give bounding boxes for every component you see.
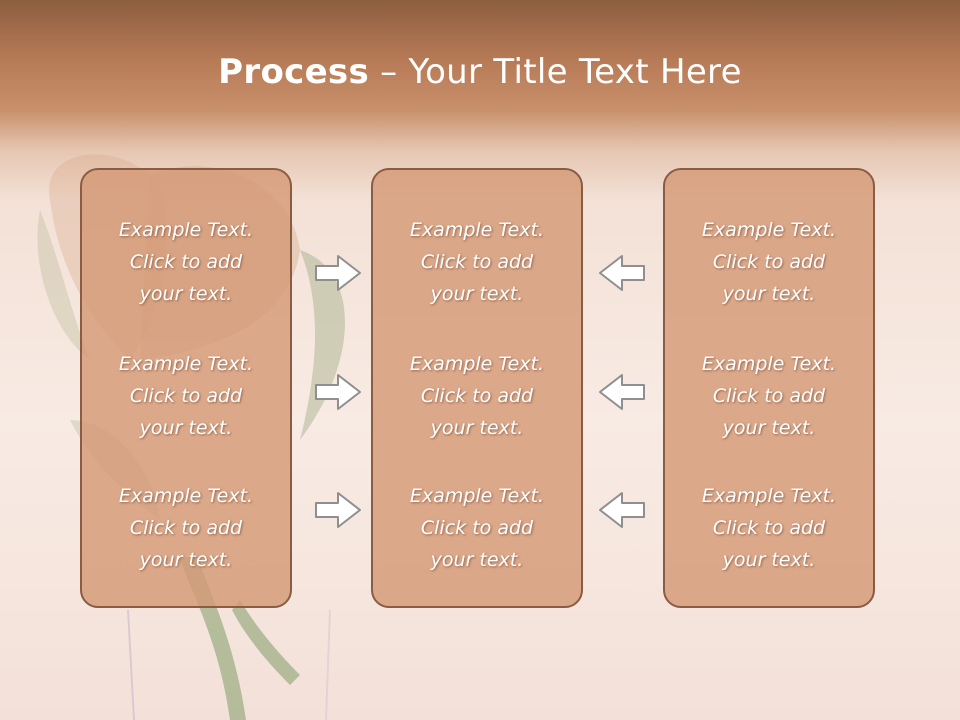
text-line: Click to add: [420, 385, 534, 407]
title-rest: – Your Title Text Here: [369, 52, 742, 92]
text-line: Example Text.: [118, 219, 254, 241]
text-line: your text.: [139, 283, 233, 305]
right-arrow-icon[interactable]: [314, 253, 362, 293]
text-line: Click to add: [129, 517, 243, 539]
text-placeholder[interactable]: Example Text. Click to add your text.: [82, 214, 290, 310]
text-line: Example Text.: [409, 219, 545, 241]
text-line: Click to add: [712, 517, 826, 539]
text-line: Example Text.: [701, 219, 837, 241]
text-line: Click to add: [129, 385, 243, 407]
text-line: Click to add: [129, 251, 243, 273]
text-line: your text.: [722, 417, 816, 439]
process-box-left[interactable]: Example Text. Click to add your text. Ex…: [80, 168, 292, 608]
text-line: Example Text.: [409, 353, 545, 375]
text-line: Example Text.: [118, 353, 254, 375]
text-line: Example Text.: [701, 353, 837, 375]
text-placeholder[interactable]: Example Text. Click to add your text.: [373, 214, 581, 310]
text-line: your text.: [139, 549, 233, 571]
text-line: your text.: [722, 283, 816, 305]
text-line: Click to add: [712, 385, 826, 407]
right-arrow-icon[interactable]: [314, 490, 362, 530]
left-arrow-icon[interactable]: [598, 490, 646, 530]
title-bold: Process: [218, 52, 370, 92]
text-line: Click to add: [420, 251, 534, 273]
text-line: Example Text.: [701, 485, 837, 507]
text-line: your text.: [722, 549, 816, 571]
text-placeholder[interactable]: Example Text. Click to add your text.: [665, 480, 873, 576]
slide-title[interactable]: Process – Your Title Text Here: [0, 52, 960, 92]
text-line: Click to add: [712, 251, 826, 273]
text-line: your text.: [430, 549, 524, 571]
text-placeholder[interactable]: Example Text. Click to add your text.: [665, 214, 873, 310]
text-placeholder[interactable]: Example Text. Click to add your text.: [82, 480, 290, 576]
text-placeholder[interactable]: Example Text. Click to add your text.: [665, 348, 873, 444]
left-arrow-icon[interactable]: [598, 253, 646, 293]
process-box-center[interactable]: Example Text. Click to add your text. Ex…: [371, 168, 583, 608]
text-placeholder[interactable]: Example Text. Click to add your text.: [82, 348, 290, 444]
text-placeholder[interactable]: Example Text. Click to add your text.: [373, 480, 581, 576]
text-line: Example Text.: [118, 485, 254, 507]
text-line: Click to add: [420, 517, 534, 539]
text-line: your text.: [139, 417, 233, 439]
text-line: your text.: [430, 417, 524, 439]
right-arrow-icon[interactable]: [314, 372, 362, 412]
text-placeholder[interactable]: Example Text. Click to add your text.: [373, 348, 581, 444]
left-arrow-icon[interactable]: [598, 372, 646, 412]
process-box-right[interactable]: Example Text. Click to add your text. Ex…: [663, 168, 875, 608]
text-line: Example Text.: [409, 485, 545, 507]
text-line: your text.: [430, 283, 524, 305]
